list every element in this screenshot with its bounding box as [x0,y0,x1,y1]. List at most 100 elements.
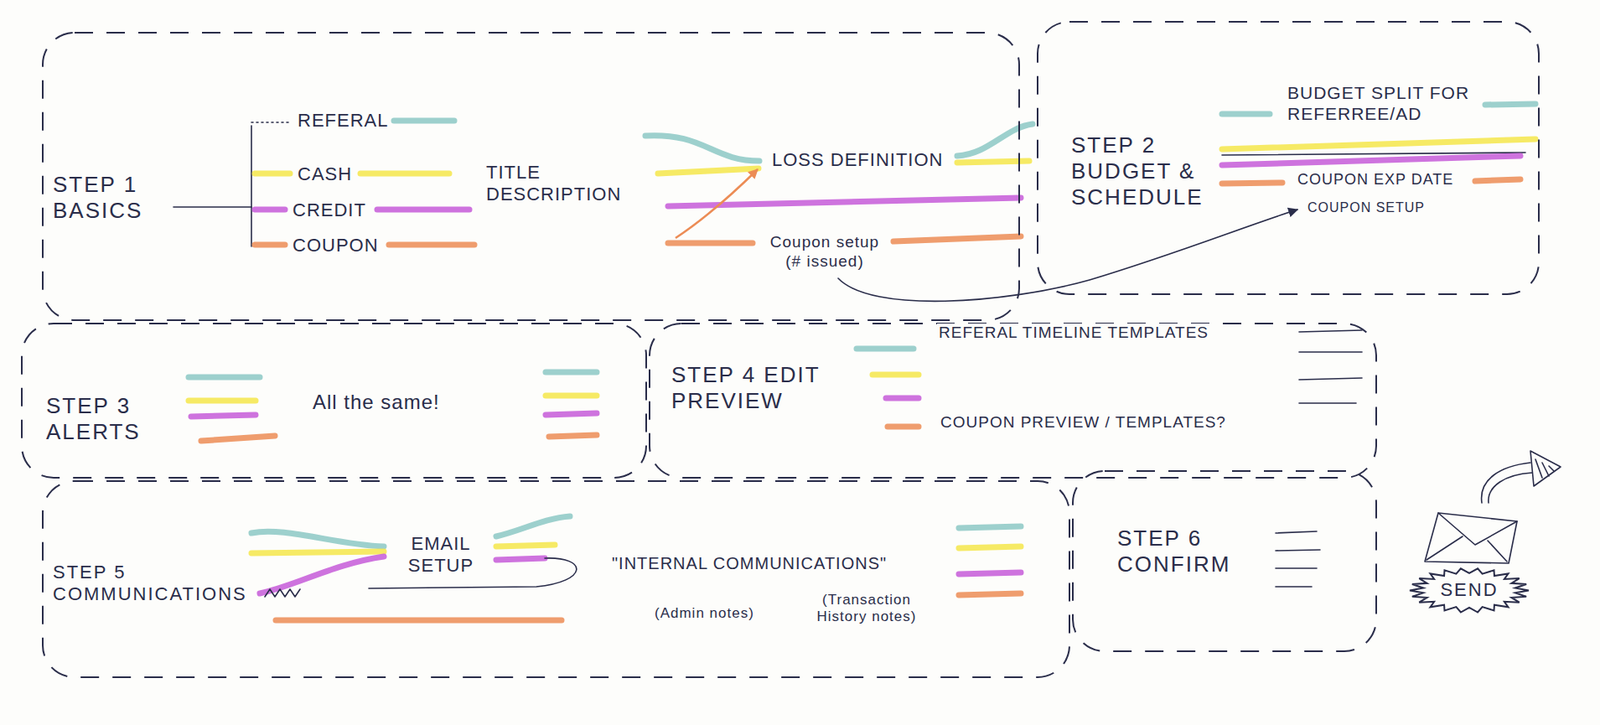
highlighter-stroke [545,369,597,376]
highlighter-stroke [667,240,753,247]
highlighter-stroke [893,236,1021,242]
sketch-note: REFERAL TIMELINE TEMPLATES [937,323,1211,343]
highlighter-stroke [191,414,256,417]
pen-line [838,209,1298,301]
highlighter-stroke [548,434,597,437]
highlighter-stroke [201,435,275,441]
sketch-note: LOSS DEFINITION [770,149,945,171]
highlighter-stroke [1475,179,1521,182]
sketch-note: CREDIT [290,199,368,222]
step-title: STEP 1 BASICS [52,171,158,224]
pen-line [1424,512,1518,564]
highlighter-stroke [275,617,562,624]
pen-line [1299,330,1362,332]
highlighter-stroke [958,572,1021,575]
pen-line [1299,402,1357,404]
dashed-region-outline [21,323,647,478]
step-title: STEP 5 COMMUNICATIONS [52,561,271,606]
sketch-note: "INTERNAL COMMUNICATIONS" [610,553,889,574]
sketch-mark [675,169,758,239]
highlighter-stroke [188,374,260,381]
highlighter-stroke [545,413,597,415]
step-title: STEP 2 BUDGET & SCHEDULE [1071,132,1214,212]
highlighter-stroke [872,372,919,378]
highlighter-stroke [885,395,919,402]
highlighter-stroke [251,551,384,554]
highlighter-stroke [388,242,475,249]
sketch-note: REFERAL [295,109,390,132]
dashed-region-outline [1072,471,1377,652]
pen-line [1535,459,1554,478]
step-title: STEP 4 EDIT PREVIEW [671,362,831,415]
highlighter-stroke [657,168,759,174]
starburst-badge: SEND [1408,566,1531,615]
highlighter-stroke [496,558,545,560]
highlighter-stroke [856,346,914,353]
pen-line [1426,536,1463,560]
sketch-note: BUDGET SPLIT FOR REFERREE/AD [1285,82,1482,125]
pen-line [264,589,301,597]
highlighter-stroke [377,207,470,213]
pen-line [173,206,252,208]
sketch-note: CASH [295,163,354,186]
highlighter-stroke [1222,155,1521,166]
highlighter-stroke [1485,103,1536,105]
highlighter-stroke [254,170,290,177]
highlighter-stroke [254,207,285,213]
step-region: STEP 4 EDIT PREVIEW [647,321,1378,480]
pen-line [1275,549,1321,551]
highlighter-stroke [393,118,455,125]
dashed-region-outline [649,323,1377,478]
sketch-note: All the same! [310,390,442,415]
badge-text: SEND [1408,579,1531,601]
pen-line [1438,512,1518,545]
highlighter-stroke [887,424,919,430]
highlighter-stroke [1222,182,1283,184]
dashed-region-outline [1037,21,1539,295]
step-region: STEP 2 BUDGET & SCHEDULE [1035,20,1541,296]
pen-line [1275,531,1317,534]
highlighter-stroke [957,124,1033,156]
highlighter-stroke [958,546,1021,549]
sketch-note: (Admin notes) [652,605,756,622]
sketch-note: COUPON SETUP [1305,199,1427,216]
dashed-region-outline [41,479,1072,679]
highlighter-stroke [496,516,570,537]
highlighter-stroke [259,556,384,594]
step-title: STEP 6 CONFIRM [1117,525,1264,578]
pen-line [1275,567,1317,570]
highlighter-stroke [545,393,597,399]
sketch-note: COUPON [290,234,381,257]
highlighter-stroke [1222,139,1536,150]
sketch-note: EMAIL SETUP [393,533,489,578]
pen-line [251,121,290,124]
highlighter-stroke [188,398,256,404]
dashed-region-outline [42,32,1020,321]
pen-line [250,125,253,247]
pen-line [1299,351,1362,353]
highlighter-stroke [1222,111,1270,118]
highlighter-stroke [251,531,384,547]
step-title: STEP 3 ALERTS [46,393,151,446]
pen-line [1299,377,1362,380]
sketch-note: (Transaction History notes) [806,591,927,627]
dashed-region-outline [42,481,1070,678]
pen-line [1488,472,1533,503]
pen-line [1530,450,1561,487]
highlighter-stroke [958,526,1021,529]
highlighter-stroke [645,135,760,161]
pen-line [1487,540,1507,562]
pen-line [1275,585,1312,588]
sketch-note: TITLE DESCRIPTION [484,161,648,207]
sketch-note: Coupon setup (# issued) [760,233,890,272]
highlighter-stroke [254,242,285,249]
highlighter-stroke [958,593,1021,596]
sketch-note: COUPON EXP DATE [1295,170,1456,190]
step-region: STEP 5 COMMUNICATIONS [41,479,1072,679]
dashed-region-outline [1035,20,1541,296]
sketch-note: COUPON PREVIEW / TEMPLATES? [938,413,1228,433]
highlighter-stroke [496,544,555,547]
highlighter-stroke [360,170,450,177]
step-region: STEP 6 CONFIRM [1071,469,1378,653]
